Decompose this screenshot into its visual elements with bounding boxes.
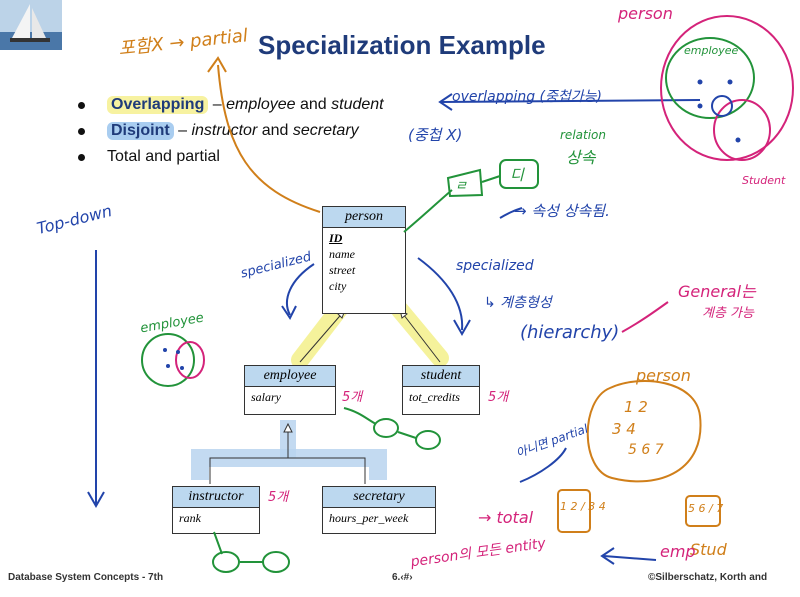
note-relation: relation	[560, 128, 606, 142]
bullet-dot	[78, 127, 85, 135]
note-generalize: General는	[678, 282, 756, 301]
note-five-emp: 5개	[342, 390, 363, 405]
note-stud-box: 5 6 / 7	[688, 502, 724, 515]
bullet-list: Overlapping – employee and student Disjo…	[78, 92, 458, 170]
bullet-dot	[78, 101, 85, 109]
note-fraction: 1 2 / 3 4	[560, 500, 606, 513]
entity-person: person ID name street city	[322, 206, 406, 314]
note-inherit: 상속	[566, 148, 596, 167]
note-di: 디	[510, 166, 524, 184]
note-stud: Stud	[690, 540, 727, 559]
note-ri: ㄹ	[455, 179, 467, 194]
note-specialized-right: specialized	[456, 258, 534, 274]
attr-hours-per-week: hours_per_week	[329, 511, 409, 525]
venn-person-label: person	[618, 4, 673, 23]
note-five-instr: 5개	[268, 490, 289, 505]
note-nums-2: 3 4	[612, 420, 636, 438]
term-employee: employee	[226, 96, 296, 113]
and-word: and	[257, 122, 293, 139]
bullet-dot	[78, 153, 85, 161]
term-instructor: instructor	[191, 122, 258, 139]
term-secretary: secretary	[292, 122, 359, 139]
note-hierarchy: (hierarchy)	[520, 322, 620, 343]
entity-title: employee	[245, 366, 335, 387]
entity-title: student	[403, 366, 479, 387]
slide-title: Specialization Example	[258, 30, 546, 60]
note-five-stud: 5개	[488, 390, 509, 405]
note-attr-inherit: → 속성 상속됨.	[514, 202, 610, 220]
note-disjoint: (중첩 X)	[408, 126, 463, 144]
entity-student: student tot_credits	[402, 365, 480, 415]
attr-rank: rank	[179, 511, 201, 525]
note-total: → total	[478, 508, 534, 527]
note-hierarchy-kr: ↳ 계층형성	[484, 295, 552, 311]
note-overlapping: overlapping (중첩가능)	[452, 89, 603, 105]
attr-street: street	[329, 263, 356, 277]
attr-id: ID	[329, 231, 343, 245]
overlapping-term: Overlapping	[107, 96, 209, 114]
entity-title: person	[323, 207, 405, 228]
attr-name: name	[329, 247, 355, 261]
attr-city: city	[329, 279, 347, 293]
bullet-overlapping: Overlapping – employee and student	[78, 92, 458, 118]
entity-employee: employee salary	[244, 365, 336, 415]
bullet-disjoint: Disjoint – instructor and secretary	[78, 118, 458, 144]
disjoint-term: Disjoint	[107, 122, 174, 140]
bullet-total-partial: Total and partial	[78, 144, 458, 170]
entity-secretary: secretary hours_per_week	[322, 486, 436, 534]
sailboat-logo	[0, 0, 62, 50]
dash: –	[173, 122, 192, 139]
attr-tot-credits: tot_credits	[409, 390, 460, 404]
dash: –	[208, 96, 227, 113]
note-person-set: person	[636, 366, 691, 385]
note-nums-3: 5 6 7	[628, 442, 664, 458]
venn-student-label: Student	[742, 174, 786, 187]
footer-copyright: ©Silberschatz, Korth and	[648, 572, 768, 583]
entity-title: secretary	[323, 487, 435, 508]
term-student: student	[331, 96, 384, 113]
attr-salary: salary	[251, 390, 281, 404]
total-partial-text: Total and partial	[107, 148, 220, 165]
footer-book-title: Database System Concepts - 7th	[8, 572, 164, 583]
footer-page-number: 6.‹#›	[392, 572, 413, 583]
entity-attributes: ID name street city	[323, 228, 405, 296]
note-nums-1: 1 2	[624, 398, 648, 416]
venn-employee-label: employee	[684, 44, 739, 57]
entity-instructor: instructor rank	[172, 486, 260, 534]
entity-title: instructor	[173, 487, 259, 508]
note-emp: emp	[660, 542, 696, 561]
and-word: and	[295, 96, 332, 113]
note-generalize2: 계층 가능	[702, 306, 754, 321]
